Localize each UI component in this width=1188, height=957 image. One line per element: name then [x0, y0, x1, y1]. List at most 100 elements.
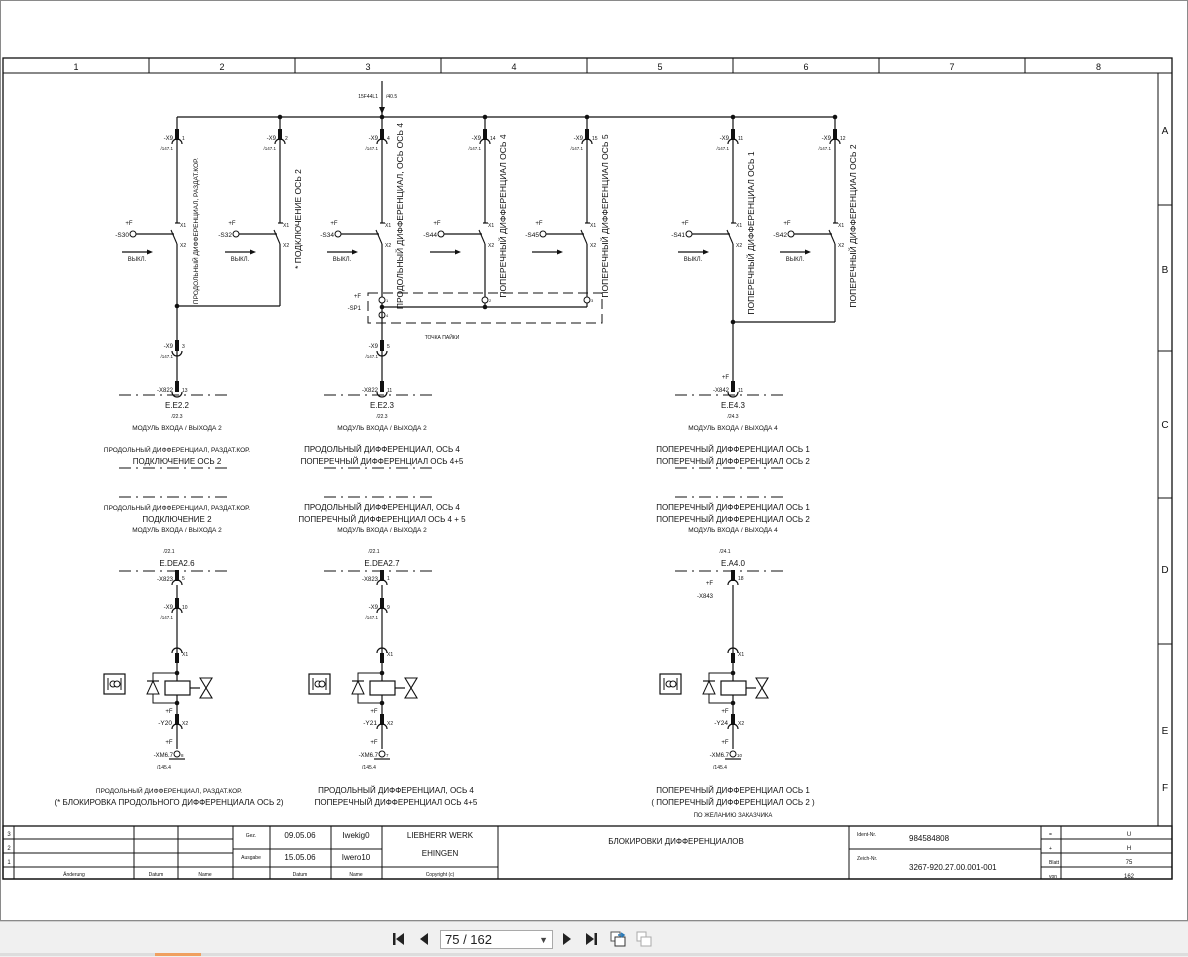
valve-socket-icon — [376, 647, 388, 654]
terminal-icon — [787, 230, 795, 238]
column-number: 3 — [365, 62, 370, 72]
connector-ref: /147.1 — [716, 146, 729, 151]
x9-socket-icon — [171, 350, 183, 357]
connector-pin: 4 — [387, 136, 390, 142]
solder-pin: 4 — [386, 313, 389, 318]
x9-socket-icon — [479, 138, 491, 145]
switch-blade — [828, 229, 836, 245]
switch-action: ВЫКЛ. — [333, 257, 352, 263]
connector-ref: /147.1 — [160, 354, 173, 359]
terminal-icon — [173, 750, 181, 758]
revision-row-number: 3 — [7, 832, 11, 838]
valve-caption: ПОПЕРЕЧНЫЙ ДИФФЕРЕНЦИАЛ ОСЬ 1 — [656, 786, 810, 795]
connector-pin: 5 — [182, 576, 185, 582]
valve-contact: X2 — [738, 721, 744, 727]
arrow-right-icon — [147, 249, 153, 255]
column-number: 7 — [949, 62, 954, 72]
connector-label: -X9 — [369, 136, 379, 142]
output-signal-text: ПОПЕРЕЧНЫЙ ДИФФЕРЕНЦИАЛ ОСЬ 2 — [656, 515, 810, 524]
row-letter: B — [1162, 265, 1169, 276]
company-location: EHINGEN — [422, 849, 459, 858]
module-description: МОДУЛЬ ВХОДА / ВЫХОДА 2 — [132, 527, 222, 534]
connector-label: -X9 — [369, 605, 379, 611]
connector-label: -X9 — [267, 136, 277, 142]
row-letter: C — [1161, 420, 1168, 431]
sync-view-button[interactable] — [609, 930, 627, 948]
terminal-icon — [334, 230, 342, 238]
page-number-input[interactable]: 75 / 162 ▼ — [440, 930, 553, 949]
switch-function-label: ПОПЕРЕЧНЫЙ ДИФФЕРЕНЦИАЛ ОСЬ 1 — [745, 151, 756, 314]
switch-function-label: ПРОДОЛЬНЫЙ ДИФФЕРЕНЦИАЛ, ОСЬ ОСЬ 4 — [394, 123, 405, 309]
issue-date: 15.05.06 — [284, 853, 316, 862]
output-socket-icon — [727, 579, 739, 586]
next-page-button[interactable] — [558, 930, 576, 948]
meta-value: 162 — [1124, 874, 1135, 880]
connector-label: -X9 — [164, 344, 174, 350]
last-page-button[interactable] — [582, 930, 600, 948]
connector-label: -X9 — [164, 136, 174, 142]
valve-x2-pin-icon — [175, 714, 179, 725]
ground-ref: /145.4 — [157, 765, 171, 771]
module-description: МОДУЛЬ ВХОДА / ВЫХОДА 2 — [132, 425, 222, 432]
module-description: МОДУЛЬ ВХОДА / ВЫХОДА 4 — [688, 425, 778, 432]
column-number: 4 — [511, 62, 516, 72]
ground-terminal-label: -XM6.7 — [154, 753, 174, 759]
location-label: +F — [721, 709, 729, 715]
column-number: 1 — [73, 62, 78, 72]
switch-name: -S41 — [671, 232, 685, 239]
valve-caption: ПРОДОЛЬНЫЙ ДИФФЕРЕНЦИАЛ, ОСЬ 4 — [318, 786, 474, 795]
solder-pin: 1 — [386, 298, 389, 303]
location-label: +F — [330, 221, 338, 227]
valve-pin-icon — [731, 653, 735, 663]
module-ref: /22.1 — [163, 549, 174, 555]
meta-value: U — [1127, 832, 1131, 838]
status-strip — [0, 953, 1188, 956]
x9-socket-icon — [376, 607, 388, 614]
valve-icon — [404, 677, 418, 699]
module-description: МОДУЛЬ ВХОДА / ВЫХОДА 4 — [688, 527, 778, 534]
solder-point-name: -SP1 — [348, 306, 362, 312]
meta-label: + — [1049, 846, 1052, 852]
x9-socket-icon — [171, 138, 183, 145]
copyright-label: Copyright (c) — [426, 872, 455, 878]
meta-label: von — [1049, 874, 1057, 880]
switch-function-label: ПОПЕРЕЧНЫЙ ДИФФЕРЕНЦИАЛ ОСЬ 2 — [847, 144, 858, 307]
solenoid-coil-icon — [164, 680, 191, 696]
terminal-icon — [539, 230, 547, 238]
terminal-icon — [232, 230, 240, 238]
module-ref: /24.1 — [719, 549, 730, 555]
chevron-down-icon[interactable]: ▼ — [539, 935, 548, 945]
location-label: +F — [706, 581, 714, 587]
connector-pin: 3 — [182, 344, 185, 350]
input-socket-icon — [727, 391, 739, 398]
terminal-icon — [583, 296, 591, 304]
solder-pin: 2 — [489, 298, 492, 303]
revision-row-number: 1 — [7, 860, 11, 866]
location-label: +F — [370, 709, 378, 715]
copy-view-button[interactable] — [635, 930, 653, 948]
switch-blade — [478, 229, 486, 245]
contact-x1: X1 — [736, 223, 742, 229]
switch-blade — [580, 229, 588, 245]
row-letter: A — [1162, 126, 1169, 137]
output-connector-label: -X843 — [697, 594, 714, 600]
connector-ref: /147.1 — [570, 146, 583, 151]
ident-number: 984584808 — [909, 834, 950, 843]
location-label: +F — [535, 221, 543, 227]
x9-socket-icon — [171, 607, 183, 614]
next-page-icon — [563, 933, 571, 945]
revision-header: Datum — [149, 872, 164, 878]
solder-pin: 3 — [591, 298, 594, 303]
valve-caption: ПОПЕРЕЧНЫЙ ДИФФЕРЕНЦИАЛ ОСЬ 4+5 — [315, 798, 478, 807]
terminal-icon — [437, 230, 445, 238]
first-page-button[interactable] — [390, 930, 408, 948]
connector-ref: /147.1 — [818, 146, 831, 151]
switch-name: -S30 — [115, 232, 129, 239]
terminal-icon — [129, 230, 137, 238]
terminal-icon — [318, 680, 326, 688]
previous-page-button[interactable] — [415, 930, 433, 948]
connector-ref: /147.1 — [160, 146, 173, 151]
revision-header: Name — [198, 872, 212, 878]
module-ref: /22.3 — [376, 414, 387, 420]
